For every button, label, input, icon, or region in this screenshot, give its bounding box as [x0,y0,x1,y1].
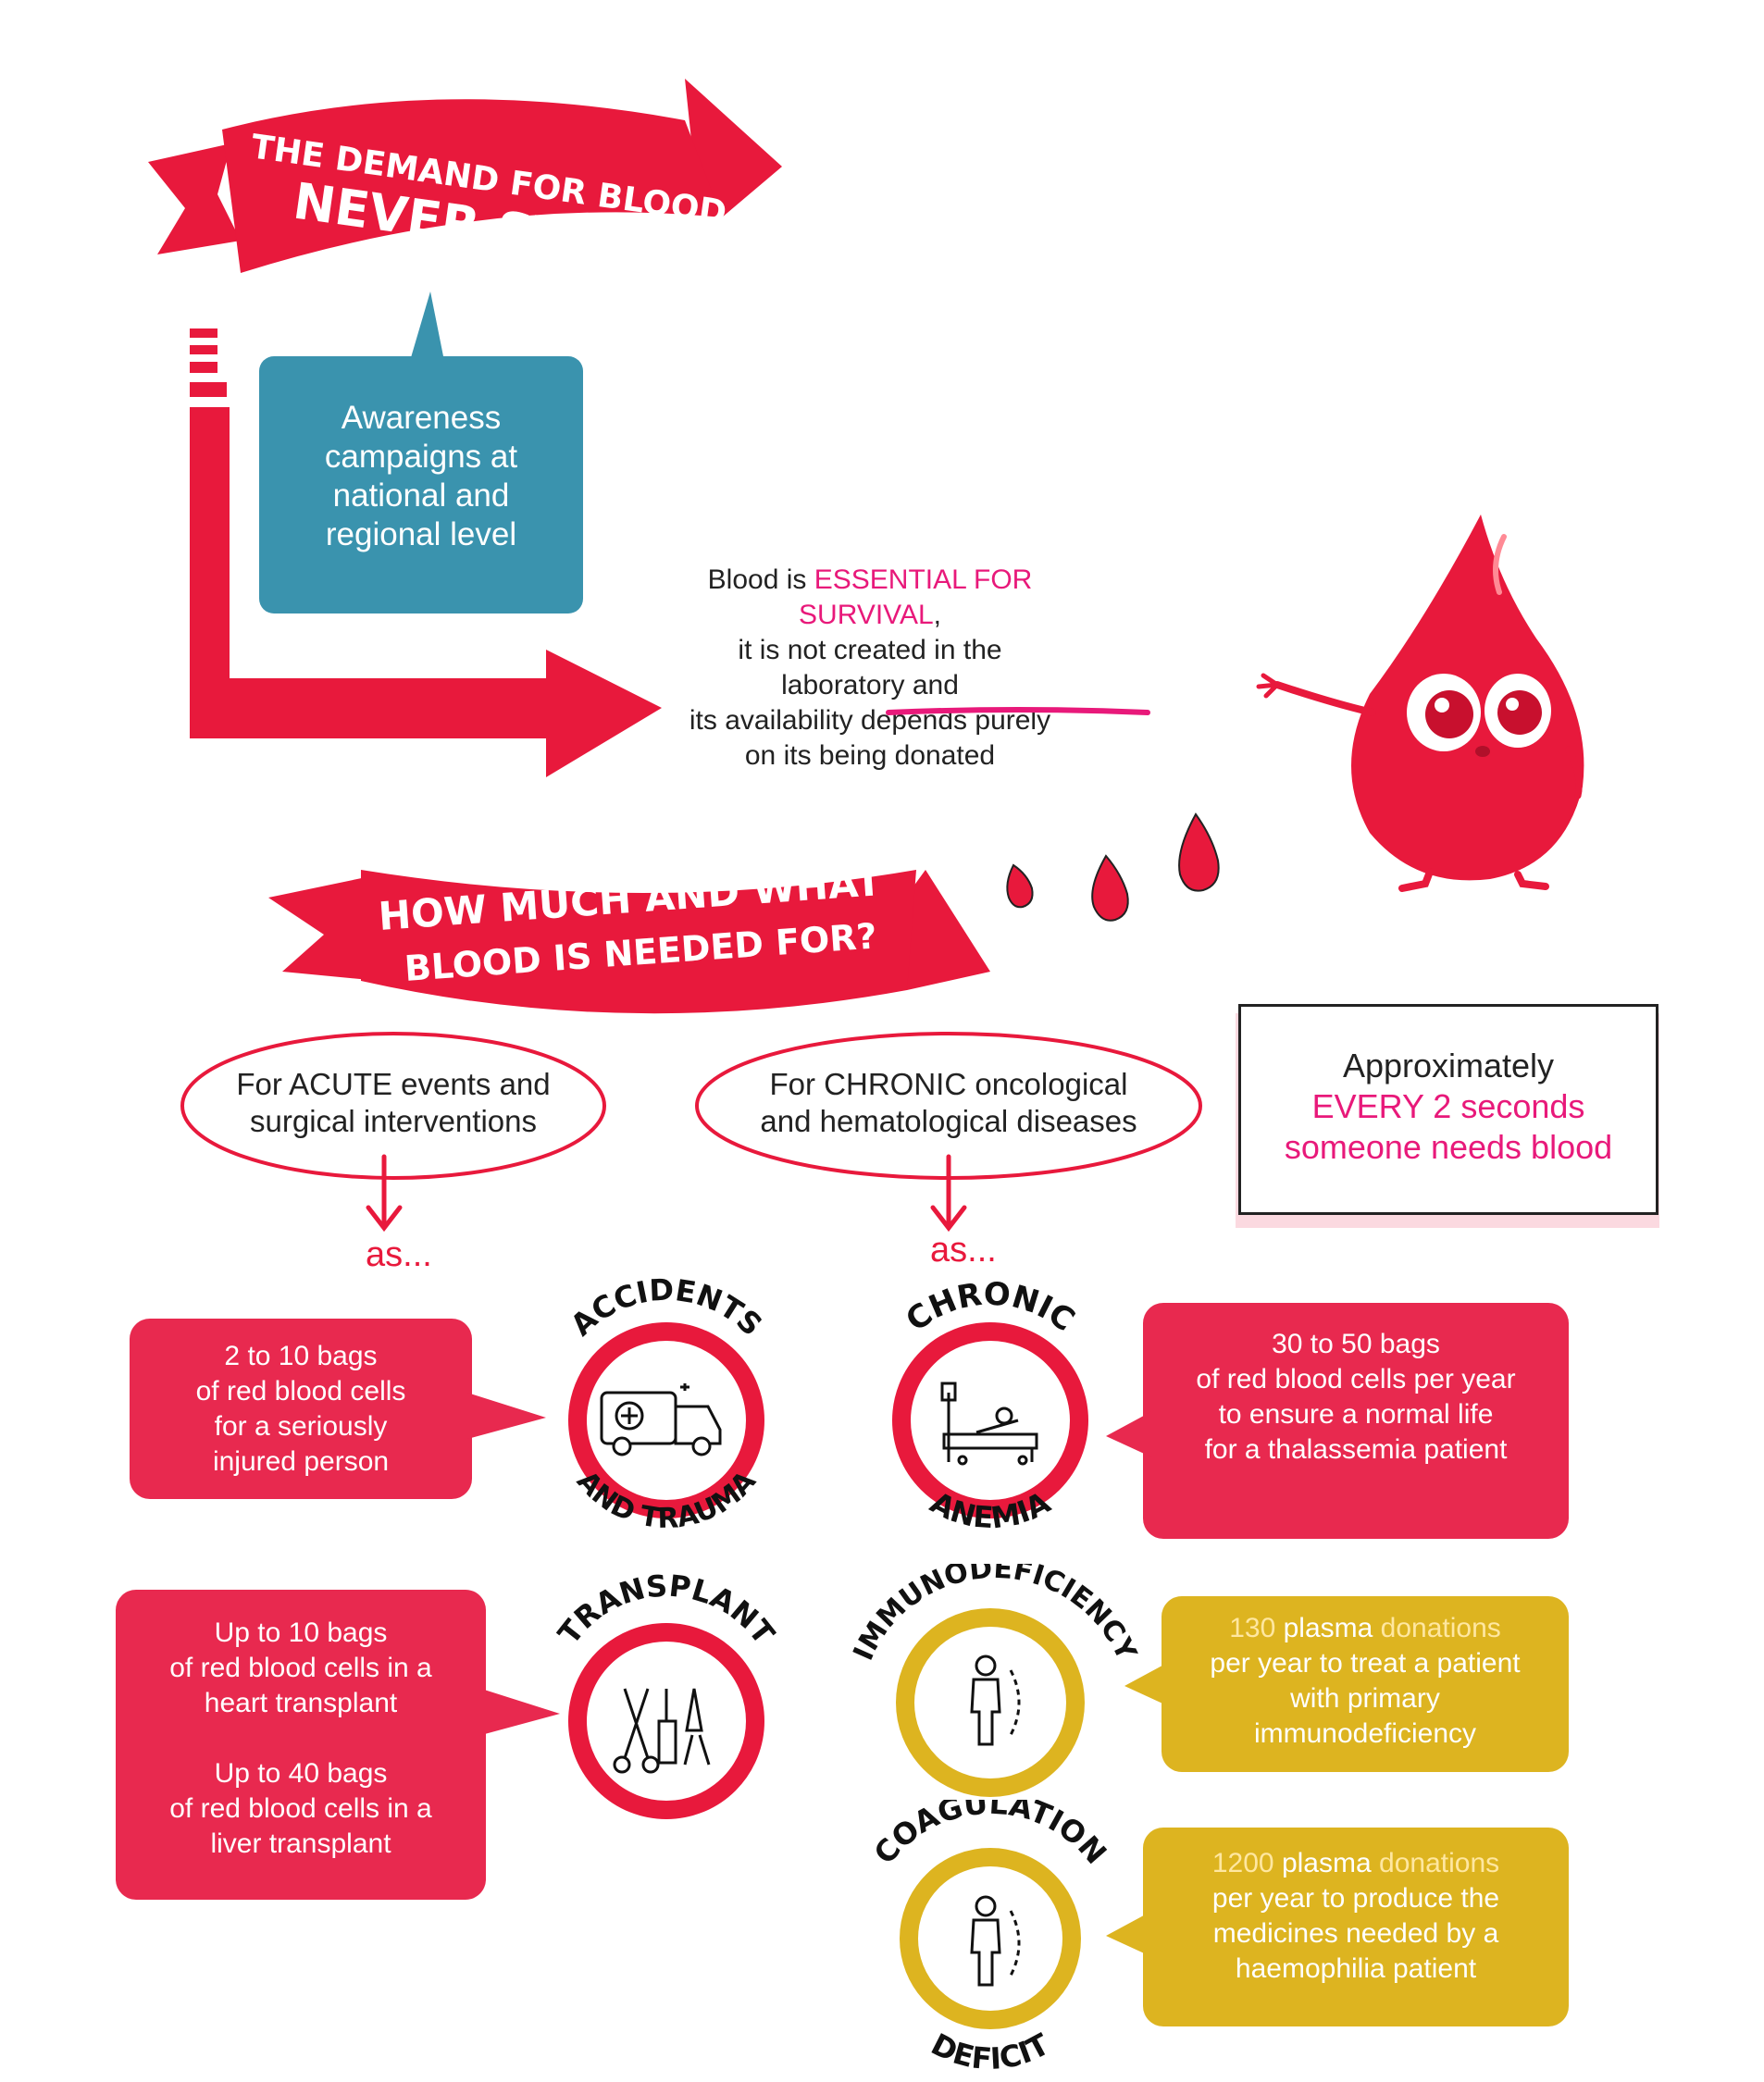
donated-underline [886,707,1150,715]
immuno-bubble-tail [1124,1661,1171,1707]
acute-line1: For ACUTE events and [236,1067,551,1101]
stat-line2: EVERY 2 seconds [1311,1087,1585,1125]
coagulation-bubble-tail [1106,1911,1152,1957]
awareness-line3: national and [332,477,510,514]
transplant-circle: TRANSPLANT [552,1568,782,1819]
l-arrow [190,328,662,777]
coagulation-bottom-label: DEFICIT [925,2026,1055,2076]
acute-line2: surgical interventions [250,1104,537,1138]
coagulation-circle: COAGULATION DEFICIT [867,1800,1113,2076]
coagulation-bubble: 1200 plasma donations per year to produc… [1143,1828,1569,2026]
awareness-box: Awareness campaigns at national and regi… [259,356,583,613]
stat-line1: Approximately [1342,1047,1555,1084]
transplant-bubble-a-line1: Up to 10 bags [214,1617,388,1648]
acute-ellipse-text: For ACUTE events and surgical interventi… [194,1066,592,1140]
banner-mid: HOW MUCH AND WHAT BLOOD IS NEEDED FOR? [268,859,990,1014]
transplant-bubble-b-line1: Up to 40 bags [214,1758,388,1789]
accidents-bubble-line3: for a seriously [214,1411,388,1442]
small-drops [1006,812,1220,922]
acute-ellipse-shape [180,1032,606,1180]
immuno-bubble: 130 plasma donations per year to treat a… [1162,1596,1569,1772]
down-arrow-right [930,1154,967,1233]
as-label-left: as... [366,1235,432,1274]
anemia-bubble-tail [1106,1411,1152,1457]
blood-drop-mascot [1256,514,1584,892]
survival-line4: on its being donated [744,740,996,771]
survival-line1: Blood is ESSENTIAL FOR SURVIVAL, [685,563,1055,633]
accidents-bubble-tail [467,1393,546,1439]
svg-text:ANEMIA: ANEMIA [925,1484,1056,1535]
immuno-bubble-line3: with primary [1290,1683,1440,1714]
transplant-bubble-b-line2: of red blood cells in a [169,1793,432,1824]
immuno-bubble-line1: 130 plasma donations [1162,1611,1569,1646]
transplant-bubble-b-line3: liver transplant [210,1828,391,1859]
immuno-bubble-word2: donations [1380,1613,1501,1643]
awareness-pointer [407,291,446,370]
coagulation-bubble-num: 1200 [1211,1848,1274,1878]
accidents-bubble-line1: 2 to 10 bags [224,1341,378,1371]
transplant-bubble: Up to 10 bags of red blood cells in a he… [116,1590,486,1900]
anemia-circle: CHRONIC ANEMIA [892,1277,1088,1536]
coagulation-bubble-line3: medicines needed by a [1212,1918,1499,1949]
survival-text: Blood is ESSENTIAL FOR SURVIVAL, it is n… [685,563,1055,774]
stat-box: Approximately EVERY 2 seconds someone ne… [1238,1004,1658,1215]
accidents-circle: ACCIDENTS AND TRAUMA [564,1272,769,1535]
person-icon [970,1895,1021,1987]
accidents-bottom-label: AND TRAUMA [570,1465,763,1535]
immuno-circle: IMMUNODEFICIENCY [851,1564,1138,1797]
chronic-line2: and hematological diseases [760,1104,1137,1138]
coagulation-bubble-line4: haemophilia patient [1235,1953,1477,1984]
immuno-bubble-line2: per year to treat a patient [1210,1648,1521,1679]
immuno-bubble-word1: plasma [1275,1613,1381,1643]
survival-highlight: ESSENTIAL FOR SURVIVAL [799,564,1033,630]
down-arrow-left [366,1154,403,1233]
ambulance-icon [600,1383,722,1456]
survival-line2: it is not created in the laboratory and [738,635,1002,700]
transplant-bubble-spacer [116,1721,486,1756]
coagulation-bubble-word1: plasma [1273,1848,1380,1878]
transplant-bubble-a-line2: of red blood cells in a [169,1653,432,1683]
chronic-line1: For CHRONIC oncological [769,1067,1128,1101]
awareness-line1: Awareness [341,400,502,436]
immuno-bubble-line4: immunodeficiency [1253,1718,1477,1749]
accidents-bubble-line4: injured person [212,1446,390,1477]
as-label-right: as... [930,1231,997,1270]
surgical-tools-icon [613,1688,711,1774]
anemia-bubble-line3: to ensure a normal life [1218,1399,1494,1430]
awareness-line4: regional level [325,516,517,552]
anemia-bubble-line4: for a thalassemia patient [1204,1434,1508,1465]
stat-line3: someone needs blood [1284,1128,1613,1166]
banner-top: THE DEMAND FOR BLOOD NEVER STOPS [148,79,782,284]
svg-text:AND TRAUMA: AND TRAUMA [570,1465,763,1535]
accidents-bubble-line2: of red blood cells [195,1376,406,1407]
svg-text:DEFICIT: DEFICIT [925,2026,1055,2076]
person-icon [970,1654,1021,1746]
coagulation-bubble-line2: per year to produce the [1211,1883,1500,1914]
anemia-bottom-label: ANEMIA [925,1484,1056,1535]
survival-suffix: , [933,600,941,630]
transplant-bubble-tail [481,1689,560,1735]
anemia-bubble-line1: 30 to 50 bags [1272,1329,1440,1359]
anemia-bubble-line2: of red blood cells per year [1196,1364,1516,1394]
hospital-bed-icon [940,1382,1038,1466]
immuno-bubble-num: 130 [1229,1613,1276,1643]
coagulation-bubble-line1: 1200 plasma donations [1143,1846,1569,1881]
coagulation-bubble-word2: donations [1379,1848,1500,1878]
chronic-ellipse-text: For CHRONIC oncological and hematologica… [708,1066,1189,1140]
survival-prefix: Blood is [707,564,814,595]
transplant-bubble-a-line3: heart transplant [204,1688,398,1718]
awareness-line2: campaigns at [324,439,518,475]
accidents-bubble: 2 to 10 bags of red blood cells for a se… [130,1319,472,1499]
anemia-bubble: 30 to 50 bags of red blood cells per yea… [1143,1303,1569,1539]
